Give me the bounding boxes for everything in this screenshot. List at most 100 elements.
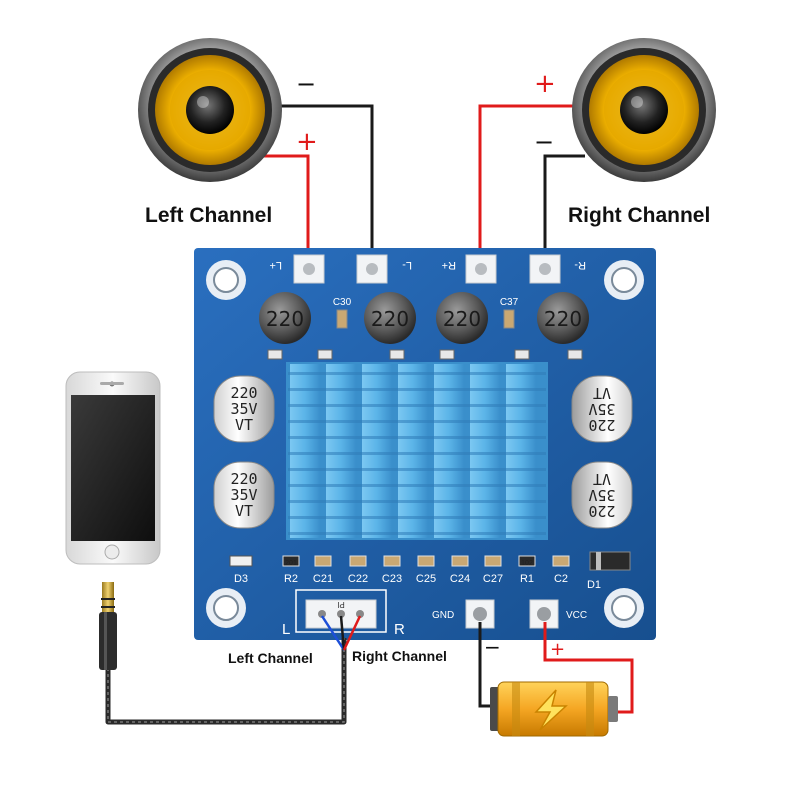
smd-component-c27 [484, 555, 502, 567]
heatsink-groove [288, 484, 546, 487]
input-chip-label: PI [337, 600, 345, 609]
battery-negative-wire [478, 622, 494, 708]
left-channel-label: Left Channel [145, 204, 272, 227]
right-speaker [572, 38, 716, 182]
electrolytic-cap-left-top: 220 35V VT [213, 375, 275, 443]
inductor-1: 220 [259, 292, 311, 344]
smd-component-r2 [282, 555, 300, 567]
electrolytic-cap-right-bottom: 220 35V VT [571, 461, 633, 529]
heatsink-groove [288, 372, 546, 375]
input-l-label: L [282, 621, 290, 638]
heatsink-groove [288, 404, 546, 407]
left-speaker-plus-sign: + [296, 127, 318, 157]
cap-rb-series: VT [593, 470, 611, 488]
cap-lt-voltage: 35V [230, 400, 257, 418]
heatsink-fin [290, 364, 320, 538]
electrolytic-cap-right-top: 220 35V VT [571, 375, 633, 443]
smd-component-c2 [552, 555, 570, 567]
battery-minus-sign: − [484, 635, 501, 659]
inductor-4: 220 [537, 292, 589, 344]
cap-lb-value: 220 [230, 470, 257, 488]
heatsink-groove [288, 388, 546, 391]
smd-component-r1 [518, 555, 536, 567]
cap-rb-voltage: 35V [588, 486, 615, 504]
terminal-label-l-plus: L+ [269, 259, 282, 271]
battery-positive-wire [543, 622, 634, 714]
right-speaker-plus-sign: + [534, 69, 556, 99]
cap-lb-series: VT [235, 502, 253, 520]
smd-component-c25 [417, 555, 435, 567]
smd-row-top [267, 349, 583, 360]
inductor-3: 220 [436, 292, 488, 344]
heatsink-groove [288, 452, 546, 455]
battery-plus-sign: + [550, 639, 565, 660]
cap-rt-series: VT [593, 384, 611, 402]
d3-led [229, 555, 253, 567]
audio-cable [105, 615, 362, 725]
terminal-label-r-minus: R- [574, 259, 586, 271]
vcc-label: VCC [566, 610, 587, 621]
left-speaker-minus-sign: − [296, 70, 316, 98]
component-label-c27: C27 [483, 573, 503, 585]
right-channel-label: Right Channel [568, 204, 710, 227]
component-label-c24: C24 [450, 573, 470, 585]
c30-label: C30 [333, 297, 352, 308]
left-speaker-negative-wire [270, 104, 374, 268]
component-label-c25: C25 [416, 573, 436, 585]
heatsink-fin [362, 364, 392, 538]
lightning-icon [534, 689, 568, 731]
heatsink-fin [506, 364, 536, 538]
component-label-c22: C22 [348, 573, 368, 585]
heatsink-fin [326, 364, 356, 538]
input-right-channel-label: Right Channel [352, 648, 447, 664]
cap-rt-voltage: 35V [588, 400, 615, 418]
input-left-channel-label: Left Channel [228, 650, 313, 666]
resistor-201-label: 201 [285, 560, 297, 567]
inductor-2: 220 [364, 292, 416, 344]
d1-label: D1 [587, 579, 601, 591]
heatsink-groove [288, 516, 546, 519]
cap-lt-value: 220 [230, 384, 257, 402]
terminal-label-r-plus: R+ [442, 259, 456, 271]
amplifier-board: L+ L- R+ R- 220 220 220 220 C30 C37 [194, 248, 656, 640]
terminal-label-l-minus: L- [402, 259, 412, 271]
heatsink-fin [434, 364, 464, 538]
smartphone [65, 371, 161, 565]
cap-lb-voltage: 35V [230, 486, 257, 504]
heatsink-fin [470, 364, 500, 538]
d3-label: D3 [234, 573, 248, 585]
component-label-r1: R1 [520, 573, 534, 585]
left-speaker-positive-wire [262, 154, 310, 268]
heatsink-groove [288, 420, 546, 423]
component-label-c21: C21 [313, 573, 333, 585]
power-wires [478, 622, 634, 714]
component-label-c23: C23 [382, 573, 402, 585]
resistor-102-label: 102 [521, 560, 533, 567]
inductor-4-label: 220 [544, 307, 582, 331]
battery [490, 681, 618, 737]
heatsink-groove [288, 500, 546, 503]
c37-label: C37 [500, 297, 519, 308]
smd-component-c23 [383, 555, 401, 567]
cap-rb-value: 220 [588, 502, 615, 520]
input-r-label: R [394, 621, 405, 638]
component-label-c2: C2 [554, 573, 568, 585]
heatsink-groove [288, 436, 546, 439]
heatsink-fin [398, 364, 428, 538]
heatsink-groove [288, 468, 546, 471]
smd-component-c21 [314, 555, 332, 567]
smd-component-c22 [349, 555, 367, 567]
gnd-label: GND [432, 610, 454, 621]
heatsink [286, 362, 548, 540]
right-speaker-positive-wire [478, 104, 580, 268]
inductor-1-label: 220 [266, 307, 304, 331]
inductor-3-label: 220 [443, 307, 481, 331]
right-speaker-minus-sign: − [534, 128, 554, 156]
right-speaker-negative-wire [543, 154, 585, 268]
heatsink-groove [288, 532, 546, 535]
audio-jack-plug [99, 582, 117, 670]
electrolytic-cap-left-bottom: 220 35V VT [213, 461, 275, 529]
mounting-holes [206, 260, 644, 628]
